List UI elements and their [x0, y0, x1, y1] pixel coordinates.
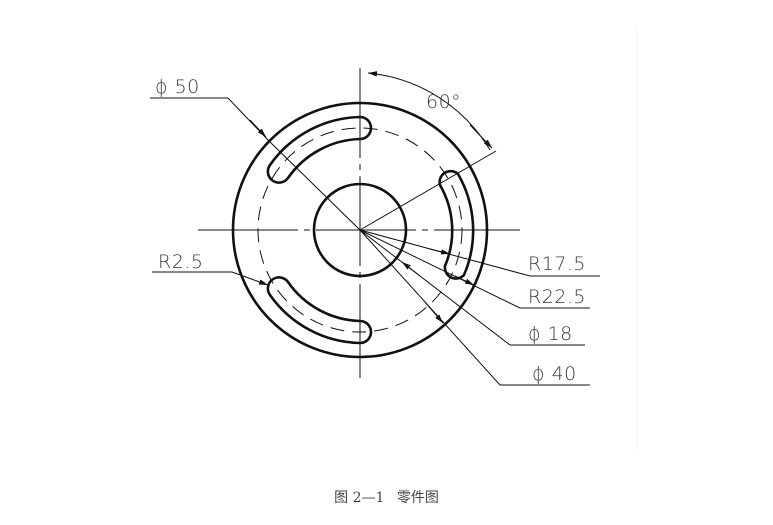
- outer-circle: [231, 101, 489, 359]
- slot-right: [438, 169, 475, 280]
- dim-slot-outer-radius: R22.5: [528, 286, 586, 308]
- dim-outer-diameter: ϕ 50: [155, 76, 200, 98]
- arc-slots: [266, 115, 475, 345]
- slot-lower-left: [266, 276, 373, 345]
- figure-caption: 图 2—1 零件图: [0, 487, 773, 507]
- slot-upper-left: [266, 115, 373, 184]
- caption-number: 图 2—1: [334, 490, 385, 506]
- centerlines: [198, 68, 520, 378]
- dimension-arrows: [249, 119, 493, 324]
- dim-angle: 60°: [426, 91, 461, 113]
- caption-title: 零件图: [396, 490, 439, 506]
- dim-slot-inner-radius: R17.5: [528, 253, 586, 275]
- dim-bolt-circle-diameter: ϕ 40: [532, 363, 577, 385]
- page-edge-line: [636, 25, 637, 450]
- center-bore: [312, 182, 408, 278]
- bolt-circle: [257, 127, 463, 333]
- dim-bore-diameter: ϕ 18: [528, 323, 573, 345]
- dim-slot-end-radius: R2.5: [158, 251, 203, 273]
